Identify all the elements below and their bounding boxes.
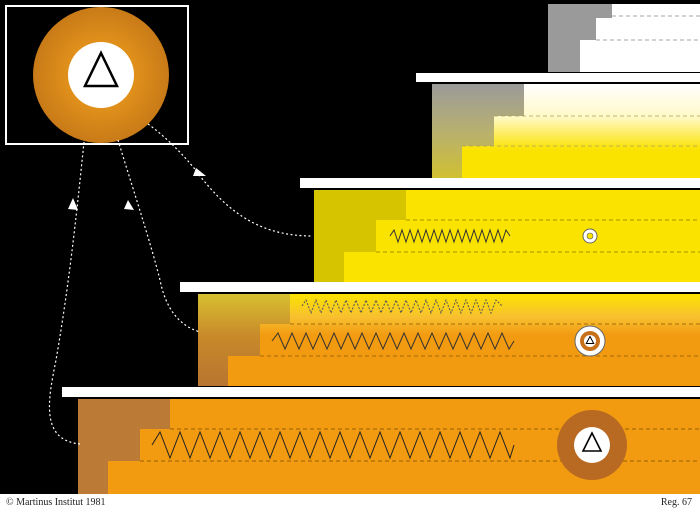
emblem-frame: [5, 5, 189, 145]
eternal-being-symbol-icon: [557, 410, 627, 480]
wave-line: [151, 430, 515, 460]
level-ledge: [180, 282, 700, 292]
triangle-icon: [585, 335, 595, 344]
wave-line: [271, 331, 515, 351]
level-ledge: [300, 178, 700, 188]
register-caption: Reg. 67: [660, 497, 692, 508]
connector-to-orange: [48, 141, 85, 445]
eternal-being-symbol-icon: [574, 325, 606, 357]
level-top-gray: [548, 4, 700, 72]
level-ledge: [416, 73, 700, 82]
level-orange: [78, 399, 700, 494]
triangle-icon: [83, 50, 119, 88]
connector-to-yellow: [147, 123, 313, 237]
triangle-icon: [581, 431, 603, 452]
eternal-being-symbol-icon: [582, 228, 598, 244]
connector-to-orange-upper: [117, 139, 201, 333]
wave-line: [389, 228, 511, 244]
connector-lines: [48, 123, 313, 445]
copyright-caption: © Martinus Institut 1981: [6, 497, 106, 508]
level-orange-upper: [198, 294, 700, 386]
eternal-being-symbol-icon: [33, 7, 169, 143]
level-yellow-upper: [432, 84, 700, 178]
arrow-icon: [68, 168, 206, 210]
level-ledge: [62, 387, 700, 397]
level-yellow: [314, 190, 700, 282]
